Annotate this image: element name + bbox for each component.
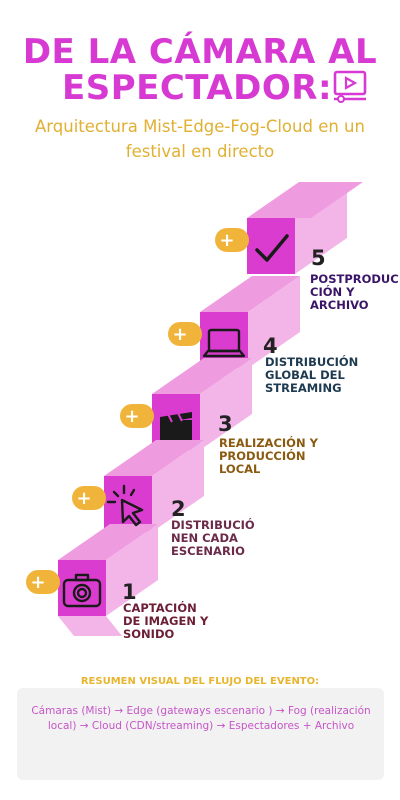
summary-box: [17, 688, 384, 780]
plus-tab: [215, 228, 249, 252]
step-5-label-line: CIÓN Y: [310, 285, 355, 299]
step-1-label-line: CAPTACIÓN: [123, 601, 197, 615]
stair-tread: [200, 276, 300, 312]
step-2-label-line: DISTRIBUCIÓ: [171, 518, 255, 532]
clapperboard-icon: [160, 412, 192, 440]
plus-icon: +: [30, 572, 45, 593]
step-4-label-line: DISTRIBUCIÓN: [265, 355, 359, 369]
stair-side: [200, 358, 252, 450]
step-number-4: 4: [263, 334, 278, 358]
step-4-label-line: GLOBAL DEL: [265, 368, 345, 382]
stair-tread: [58, 524, 158, 560]
step-5-label-line: POSTPRODUC: [310, 272, 399, 286]
stair-side: [152, 440, 204, 532]
step-3-label-line: LOCAL: [219, 462, 261, 476]
plus-icon: +: [172, 324, 187, 345]
step-2-label-line: ESCENARIO: [171, 544, 245, 558]
checkmark-icon: [255, 234, 289, 262]
step-number-1: 1: [122, 580, 137, 604]
step-1-label-line: DE IMAGEN Y: [123, 614, 209, 628]
plus-tab: [120, 404, 154, 428]
stair-base: [58, 616, 122, 636]
step-3-label-line: REALIZACIÓN Y: [219, 436, 318, 450]
step-number-3: 3: [218, 412, 233, 436]
step-5-label-line: ARCHIVO: [310, 298, 369, 312]
plus-tab: [72, 486, 106, 510]
stair-side: [295, 182, 347, 274]
laptop-icon: [202, 328, 246, 358]
plus-icon: +: [219, 230, 234, 251]
stair-tread: [104, 440, 204, 476]
stair-face: [247, 218, 295, 274]
stair-top-landing: [295, 182, 363, 218]
stair-tread: [152, 358, 252, 394]
step-3-label-line: PRODUCCIÓN: [219, 449, 306, 463]
video-play-icon: [333, 70, 367, 103]
camera-icon: [62, 573, 102, 608]
step-4-label-line: STREAMING: [265, 381, 342, 395]
cursor-click-icon: [106, 484, 144, 527]
stair-side: [248, 276, 300, 368]
step-number-2: 2: [171, 497, 186, 521]
step-number-5: 5: [311, 246, 326, 270]
page-title-line-2: ESPECTADOR:: [62, 68, 333, 108]
plus-icon: +: [76, 488, 91, 509]
step-2-label-line: NEN CADA: [171, 531, 238, 545]
summary-text: Cámaras (Mist) → Edge (gateways escenari…: [31, 705, 371, 732]
stair-side: [106, 524, 158, 616]
step-1-label-line: SONIDO: [123, 627, 175, 641]
plus-tab: [26, 570, 60, 594]
plus-tab: [168, 322, 202, 346]
page-title-line-1: DE LA CÁMARA AL: [22, 32, 378, 72]
plus-icon: +: [124, 406, 139, 427]
summary-heading: RESUMEN VISUAL DEL FLUJO DEL EVENTO:: [80, 676, 320, 687]
subtitle: Arquitectura Mist-Edge-Fog-Cloud en un f…: [35, 117, 365, 161]
